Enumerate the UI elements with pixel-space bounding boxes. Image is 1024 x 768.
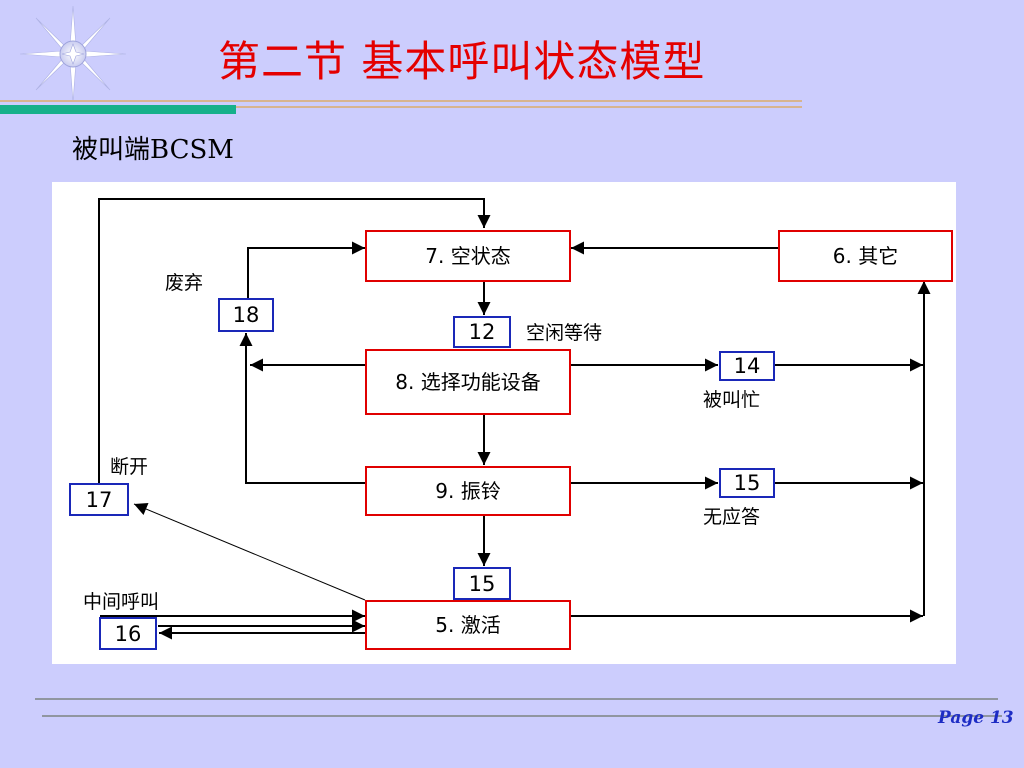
star-logo-icon <box>19 5 127 103</box>
footer-divider <box>35 698 998 700</box>
label-disconnect: 断开 <box>110 456 149 478</box>
state-ringing-box: 9. 振铃 <box>365 466 571 516</box>
point-16-label: 16 <box>114 621 142 646</box>
state-active-box: 5. 激活 <box>365 600 571 650</box>
label-abandon: 废弃 <box>165 272 204 294</box>
point-18: 18 <box>218 298 274 332</box>
diagram-connectors <box>98 198 931 640</box>
state-other-box: 6. 其它 <box>778 230 953 282</box>
point-15-answer: 15 <box>453 567 511 600</box>
state-other-label: 6. 其它 <box>832 244 899 268</box>
point-15-no-answer-label: 15 <box>733 471 761 495</box>
state-select-facility-label: 8. 选择功能设备 <box>395 370 541 394</box>
footer-divider-secondary <box>42 715 1002 717</box>
point-17: 17 <box>69 483 129 516</box>
point-15-no-answer: 15 <box>719 468 775 498</box>
state-idle-box: 7. 空状态 <box>365 230 571 282</box>
header-divider <box>0 100 802 102</box>
point-12: 12 <box>453 316 511 348</box>
bcsm-diagram: 7. 空状态 6. 其它 8. 选择功能设备 9. 振铃 5. 激活 18 12… <box>52 182 956 664</box>
state-idle-label: 7. 空状态 <box>425 244 511 268</box>
label-idle-wait: 空闲等待 <box>526 322 603 344</box>
state-active-label: 5. 激活 <box>435 613 501 637</box>
page-title: 第二节 基本呼叫状态模型 <box>218 37 706 86</box>
point-17-label: 17 <box>85 487 113 512</box>
state-select-facility-box: 8. 选择功能设备 <box>365 349 571 415</box>
point-14-label: 14 <box>733 354 761 378</box>
point-14: 14 <box>719 351 775 381</box>
point-15-answer-label: 15 <box>468 571 496 596</box>
state-ringing-label: 9. 振铃 <box>435 479 501 503</box>
point-12-label: 12 <box>468 320 496 344</box>
point-18-label: 18 <box>232 303 260 327</box>
page-number: Page 13 <box>938 708 1014 728</box>
header-divider-secondary <box>236 106 802 108</box>
subtitle: 被叫端BCSM <box>72 135 234 165</box>
label-no-answer: 无应答 <box>703 506 761 528</box>
label-busy: 被叫忙 <box>703 389 761 411</box>
label-mid-call: 中间呼叫 <box>83 591 160 613</box>
point-16: 16 <box>99 617 157 650</box>
header-accent-bar <box>0 105 236 114</box>
